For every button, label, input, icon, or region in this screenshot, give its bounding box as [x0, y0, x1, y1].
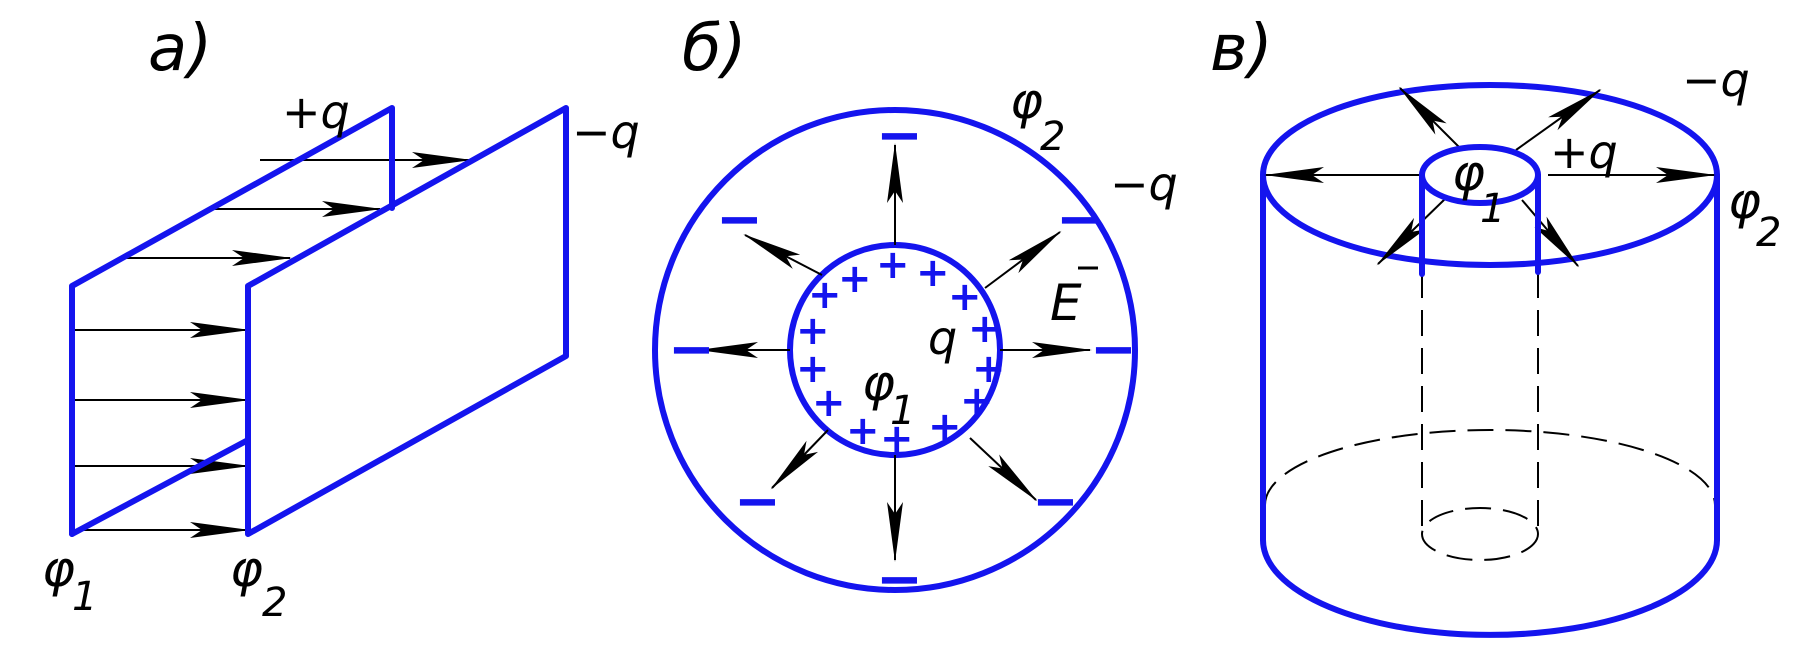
panel-c-charge-negative: −q	[1682, 53, 1750, 107]
plus-sign: +	[972, 346, 1006, 392]
panel-c-label: в)	[1210, 12, 1273, 86]
panel-a-phi1-symbol: φ	[42, 540, 75, 598]
panel-c-coaxial-cylinders: в) −q +q φ 1 φ 2	[1210, 12, 1781, 638]
plus-sign: +	[808, 272, 842, 318]
field-arrow-c-upright	[1515, 88, 1602, 151]
plus-sign: +	[916, 250, 950, 296]
plus-sign: +	[948, 274, 982, 320]
minus-sign: −	[734, 469, 781, 534]
panel-b-phi1-symbol: φ	[862, 354, 895, 412]
field-arrow-b-upright	[984, 230, 1062, 289]
plate-positive	[69, 105, 395, 537]
outer-cylinder-hidden-bottom-edge	[1264, 429, 1716, 506]
outer-sphere-negative-charges: − − − − − − − −	[668, 103, 1137, 612]
panel-a-label: а)	[148, 12, 212, 86]
plus-sign: +	[968, 306, 1002, 352]
plus-sign: +	[846, 408, 880, 454]
panel-b-field-lines	[698, 143, 1092, 562]
field-arrow-c-downleft	[1376, 197, 1447, 266]
outer-cylinder-bottom-edge	[1260, 537, 1720, 638]
panel-b-concentric-spheres: б) − − − − − − − − + + +	[652, 12, 1178, 612]
plus-sign: +	[796, 308, 830, 354]
panel-a-charge-positive: +q	[282, 85, 350, 139]
plus-sign: +	[880, 416, 914, 462]
minus-sign: −	[876, 547, 923, 612]
panel-c-field-lines	[1264, 86, 1716, 268]
minus-sign: −	[1056, 187, 1103, 252]
panel-b-phi2-symbol: φ	[1010, 72, 1043, 130]
field-arrow-b-upleft	[743, 234, 823, 276]
minus-sign: −	[668, 317, 715, 382]
panel-c-phi1-symbol: φ	[1452, 144, 1485, 202]
panel-a-charge-negative: −q	[572, 105, 640, 159]
minus-sign: −	[876, 103, 923, 168]
minus-sign: −	[716, 187, 763, 252]
panel-a-parallel-plates: а) +q −q φ 1 φ 2	[42, 12, 640, 626]
plus-sign: +	[876, 242, 910, 288]
field-arrow-c-upleft	[1398, 86, 1463, 151]
panel-c-phi2-subscript: 2	[1756, 210, 1781, 256]
field-arrow-b-downleft	[770, 429, 829, 490]
panel-b-phi1-subscript: 1	[890, 388, 915, 434]
plate-negative	[245, 105, 569, 537]
panel-c-charge-positive: +q	[1550, 125, 1618, 179]
outer-sphere	[652, 107, 1138, 593]
panel-b-phi2-subscript: 2	[1040, 114, 1065, 160]
panel-c-phi2-symbol: φ	[1728, 172, 1761, 230]
plus-sign: +	[960, 378, 994, 424]
panel-c-phi1-subscript: 1	[1480, 186, 1505, 232]
panel-a-phi2-symbol: φ	[230, 540, 263, 598]
inner-cylinder-hidden-bottom	[1421, 507, 1539, 561]
panel-a-phi2-subscript: 2	[262, 580, 287, 626]
inner-sphere-positive-charges: + + + + + + + + + + + + + +	[796, 242, 1006, 462]
minus-sign: −	[1032, 469, 1079, 534]
panel-b-inner-charge: q	[928, 311, 957, 365]
plus-sign: +	[928, 404, 962, 450]
panel-b-label: б)	[682, 12, 746, 86]
plus-sign: +	[796, 346, 830, 392]
field-arrow-b-downright	[969, 437, 1038, 502]
minus-sign: −	[1090, 317, 1137, 382]
plate-positive-bottom-edge	[69, 437, 251, 537]
panel-a-field-lines	[72, 152, 472, 538]
panel-b-charge-negative: −q	[1110, 157, 1178, 211]
inner-cylinder-top	[1419, 144, 1541, 206]
panel-b-field-label: E	[1050, 274, 1082, 332]
plus-sign: +	[838, 256, 872, 302]
panel-a-phi1-subscript: 1	[72, 574, 97, 620]
plus-sign: +	[812, 380, 846, 426]
field-arrow-c-downright	[1521, 199, 1580, 268]
